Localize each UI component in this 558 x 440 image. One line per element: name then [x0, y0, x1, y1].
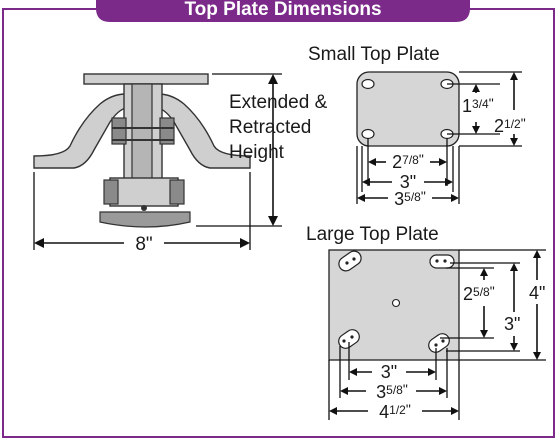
height-label-line3: Height: [229, 142, 285, 163]
small-height-outer-label: 21/2": [494, 115, 526, 136]
large-width-inner-arrow-l: [349, 368, 357, 376]
caster-lower-housing: [109, 177, 179, 207]
caster-top-plate: [83, 73, 209, 85]
height-arrow-bottom: [268, 216, 278, 226]
large-height-inner-whole: 2: [463, 284, 473, 304]
small-width-inner-label: 27/8": [392, 151, 424, 172]
height-label-line2: Retracted: [229, 117, 311, 138]
small-width-outer-frac: 5/8: [404, 190, 421, 204]
large-width-outer-frac: 1/2: [389, 403, 406, 417]
large-height-inner-unit: ": [490, 283, 495, 299]
small-height-outer-frac: 1/2: [504, 117, 521, 131]
small-width-inner-frac: 7/8: [402, 153, 419, 167]
large-height-inner-label: 25/8": [463, 283, 495, 304]
large-width-mid-arrow-l: [340, 387, 348, 395]
caster-illustration: [33, 73, 251, 228]
small-width-inner-unit: ": [419, 151, 424, 167]
small-width-outer-arrow-l: [357, 194, 365, 202]
small-height-inner-arrow-bottom: [472, 126, 480, 134]
large-width-mid-frac: 5/8: [386, 383, 403, 397]
large-width-outer-arrow-l: [329, 407, 337, 415]
small-width-inner-arrow-r: [439, 158, 447, 166]
caster-width-dimension: 8": [33, 172, 251, 255]
caster-wheel-base: [99, 211, 191, 228]
right-leg: [157, 93, 251, 169]
large-hole-bl: [338, 329, 360, 349]
large-height-outer-label: 4": [529, 283, 545, 303]
small-height-inner-whole: 1: [462, 96, 472, 116]
small-height-outer-arrow-top: [510, 72, 518, 80]
left-bracket: [111, 117, 127, 145]
small-height-outer-arrow-bottom: [510, 138, 518, 146]
small-width-mid-arrow-l: [362, 178, 370, 186]
large-width-mid-label: 35/8": [376, 381, 408, 402]
large-width-outer-arrow-r: [451, 407, 459, 415]
large-hole-tl: [338, 250, 362, 272]
large-hole-tr: [429, 254, 455, 269]
large-height-mid-arrow-top: [510, 263, 518, 271]
lower-bolt: [141, 205, 147, 211]
banner-title: Top Plate Dimensions: [184, 0, 381, 20]
small-width-outer-arrow-r: [451, 194, 459, 202]
large-plate-title: Large Top Plate: [306, 224, 439, 245]
small-hole-bl: [361, 128, 375, 140]
large-height-inner-arrow-bottom: [480, 330, 488, 338]
height-label-line1: Extended &: [229, 92, 328, 113]
frame-border: [2, 8, 555, 438]
small-width-inner-whole: 2: [392, 152, 402, 172]
large-width-mid-arrow-r: [439, 387, 447, 395]
small-height-inner-label: 13/4": [462, 95, 494, 116]
small-hole-tl: [361, 78, 375, 90]
large-height-inner-frac: 5/8: [473, 285, 490, 299]
banner: Top Plate Dimensions: [96, 0, 470, 22]
small-width-outer-unit: ": [421, 188, 426, 204]
large-width-inner-arrow-r: [428, 368, 436, 376]
small-top-plate: Small Top Plate 13/4" 21/2": [308, 44, 526, 209]
small-width-mid-label: 3": [400, 172, 416, 192]
small-height-inner-frac: 3/4: [472, 97, 489, 111]
small-height-outer-unit: ": [521, 115, 526, 131]
large-width-outer-unit: ": [406, 401, 411, 417]
large-center-hole: [391, 298, 401, 308]
width-arrow-right: [240, 238, 250, 248]
small-width-inner-arrow-l: [368, 158, 376, 166]
left-leg: [33, 93, 127, 169]
large-width-outer-whole: 4: [379, 402, 389, 422]
large-top-plate: Large Top Plate 25/8": [306, 224, 546, 422]
large-height-outer-arrow-top: [533, 250, 541, 258]
right-bracket: [159, 117, 175, 145]
large-width-outer-label: 41/2": [379, 401, 411, 422]
small-height-outer-whole: 2: [494, 116, 504, 136]
large-width-inner-label: 3": [381, 362, 397, 382]
large-height-outer-arrow-bottom: [533, 352, 541, 360]
lower-right-lug: [169, 179, 185, 205]
small-width-outer-whole: 3: [394, 189, 404, 209]
caster-height-dimension: Extended & Retracted Height: [196, 73, 328, 227]
small-plate-title: Small Top Plate: [308, 44, 440, 65]
small-plate-body: [356, 71, 460, 147]
caster-width-label: 8": [135, 234, 152, 255]
large-width-mid-whole: 3: [376, 382, 386, 402]
height-arrow-top: [268, 74, 278, 84]
large-width-mid-unit: ": [403, 381, 408, 397]
large-height-mid-arrow-bottom: [510, 343, 518, 351]
small-width-mid-arrow-r: [445, 178, 453, 186]
caster-column-shade: [131, 83, 153, 185]
small-height-inner-arrow-top: [472, 84, 480, 92]
small-width-outer-label: 35/8": [394, 188, 426, 209]
banner-shape: [96, 0, 470, 22]
large-height-inner-arrow-top: [480, 268, 488, 276]
small-height-inner-unit: ": [489, 95, 494, 111]
large-height-mid-label: 3": [504, 314, 520, 334]
width-arrow-left: [34, 238, 44, 248]
lower-left-lug: [103, 179, 119, 205]
